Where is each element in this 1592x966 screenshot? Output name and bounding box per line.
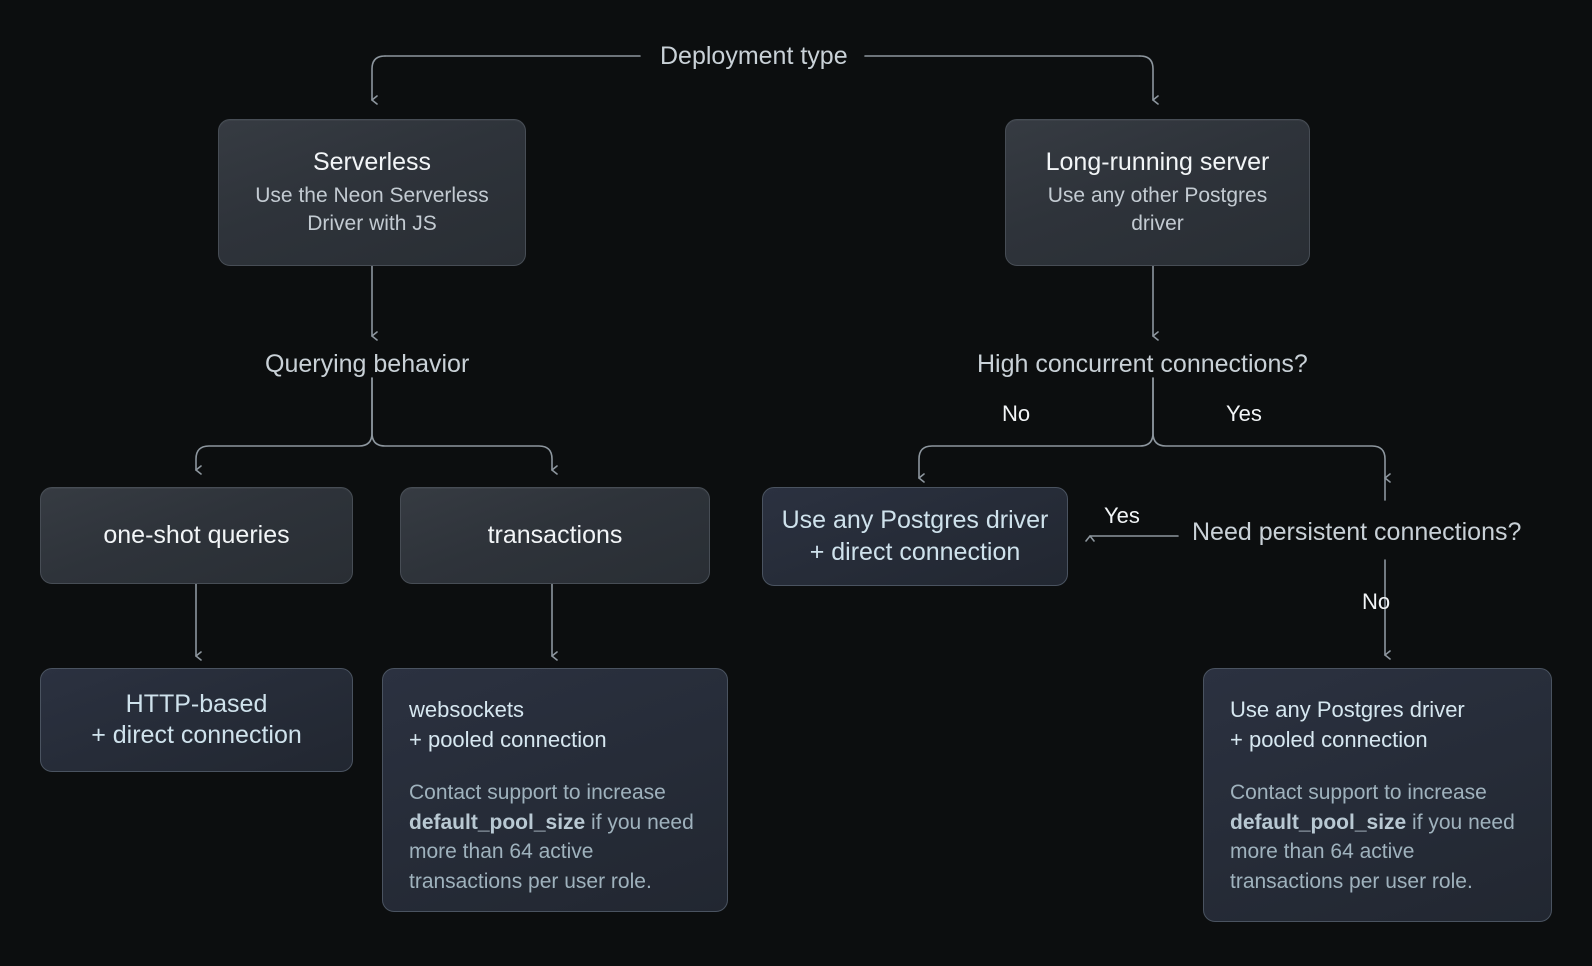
- node-one-shot-queries[interactable]: one-shot queries: [40, 487, 353, 584]
- node-pg-pooled-note-c: if you need more than 64 active transact…: [1230, 810, 1515, 894]
- node-websockets-pooled-connection[interactable]: websockets + pooled connection Contact s…: [382, 668, 728, 912]
- node-pg-pooled-line1: Use any Postgres driver: [1230, 697, 1465, 722]
- node-pg-pooled-note-a: Contact support to increase: [1230, 780, 1487, 804]
- node-websockets-note-a: Contact support to increase: [409, 780, 666, 804]
- edge-label-high-concurrent-no: No: [1002, 401, 1031, 426]
- node-serverless-subtitle: Use the Neon Serverless Driver with JS: [255, 184, 489, 236]
- edge-label-need-persistent-yes: Yes: [1104, 503, 1140, 528]
- decision-high-concurrent-connections: High concurrent connections?: [977, 350, 1308, 378]
- node-serverless[interactable]: Serverless Use the Neon Serverless Drive…: [218, 119, 526, 266]
- node-long-running-server-subtitle: Use any other Postgres driver: [1047, 184, 1268, 236]
- node-websockets-line1: websockets: [409, 697, 524, 722]
- node-pg-direct-line1: Use any Postgres driver: [781, 506, 1049, 535]
- node-pg-direct-line2: + direct connection: [809, 537, 1021, 566]
- edge-label-need-persistent-no: No: [1362, 589, 1391, 614]
- node-http-direct-line1: HTTP-based: [125, 689, 268, 718]
- node-pg-pooled-line2: + pooled connection: [1230, 727, 1428, 753]
- node-websockets-note: Contact support to increase default_pool…: [409, 778, 701, 897]
- node-websockets-line2: + pooled connection: [409, 727, 607, 753]
- node-pg-pooled-connection[interactable]: Use any Postgres driver + pooled connect…: [1203, 668, 1552, 922]
- node-serverless-title: Serverless: [312, 147, 432, 176]
- node-long-running-server-title: Long-running server: [1045, 147, 1270, 176]
- decision-querying-behavior: Querying behavior: [265, 350, 470, 378]
- node-one-shot-queries-title: one-shot queries: [103, 520, 290, 549]
- node-pg-pooled-note: Contact support to increase default_pool…: [1230, 778, 1525, 897]
- node-http-direct-line2: + direct connection: [91, 721, 302, 749]
- edge-label-high-concurrent-yes: Yes: [1226, 401, 1262, 426]
- diagram-title-label: Deployment type: [660, 42, 848, 70]
- node-http-direct-connection[interactable]: HTTP-based + direct connection: [40, 668, 353, 772]
- node-transactions[interactable]: transactions: [400, 487, 710, 584]
- node-pg-direct-connection[interactable]: Use any Postgres driver + direct connect…: [762, 487, 1068, 586]
- node-long-running-server[interactable]: Long-running server Use any other Postgr…: [1005, 119, 1310, 266]
- decision-need-persistent-connections: Need persistent connections?: [1192, 518, 1522, 546]
- node-transactions-title: transactions: [487, 520, 623, 549]
- node-websockets-note-param: default_pool_size: [409, 810, 586, 834]
- node-pg-pooled-note-param: default_pool_size: [1230, 810, 1407, 834]
- node-websockets-note-c: if you need more than 64 active transact…: [409, 810, 694, 894]
